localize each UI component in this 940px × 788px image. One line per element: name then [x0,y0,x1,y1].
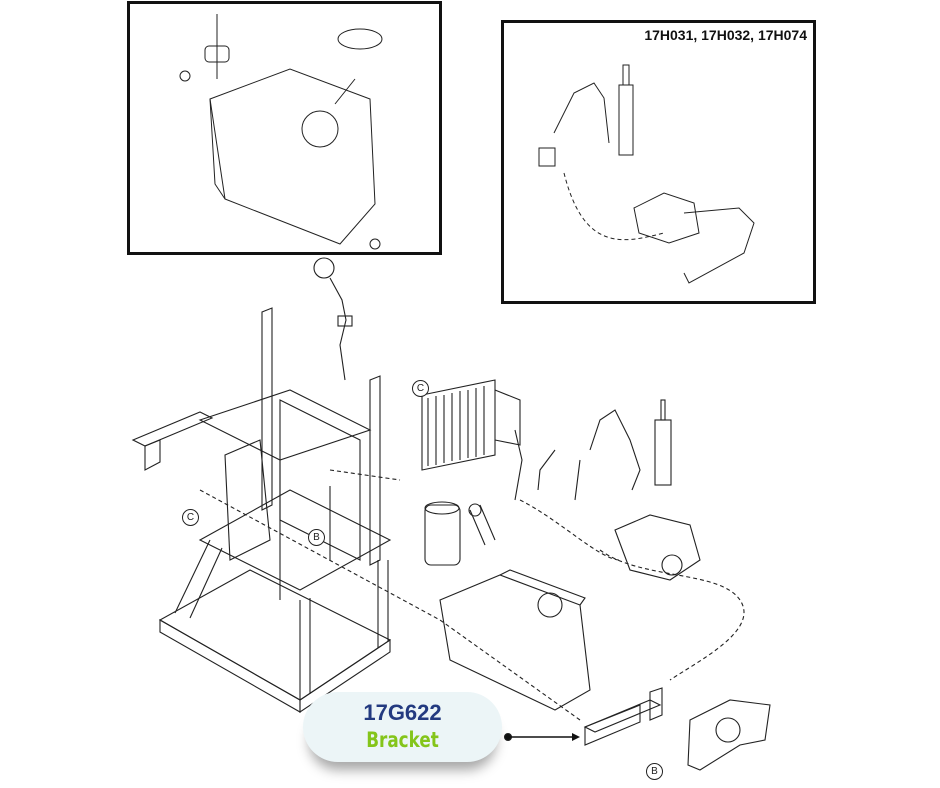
label-arrow [503,732,580,742]
hydraulic-tank [424,501,591,711]
oil-cooler [421,379,521,471]
inset-tank-detail [127,1,442,255]
callout-b-bracket: B [646,763,663,780]
part-number: 17G622 [363,700,442,725]
gauge-hose [313,257,353,381]
frame-assembly [158,307,392,714]
tank-detail-drawing [179,14,383,250]
hydraulic-pump [614,514,701,581]
part-name: Bracket [366,728,439,752]
inset-part-numbers: 17H031, 17H032, 17H074 [644,27,807,43]
callout-b-frame: B [308,529,325,546]
inset-pump-options: 17H031, 17H032, 17H074 [501,20,816,304]
bracket-17g622 [583,687,663,746]
left-bracket [131,411,214,471]
part-label-pill: 17G622 Bracket [303,692,502,762]
hydraulic-hoses [514,399,672,501]
pump-bracket [687,699,771,771]
callout-c-cooler: C [412,380,429,397]
pump-detail-drawing [538,64,755,284]
assembly-lines [199,469,745,721]
callout-c-frame: C [182,509,199,526]
